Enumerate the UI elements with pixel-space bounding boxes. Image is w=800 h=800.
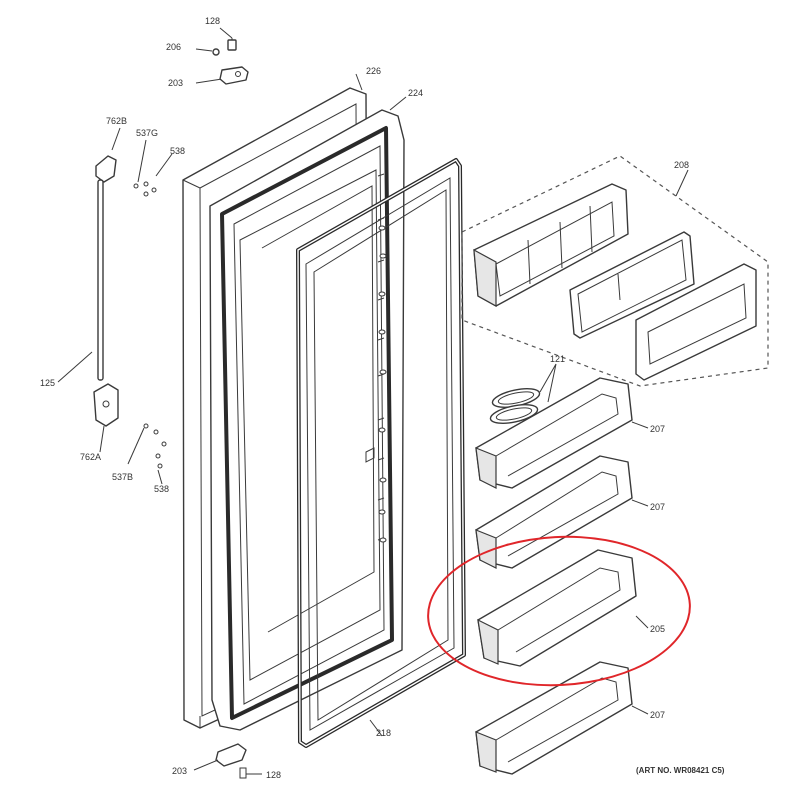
callout-218: 218 [376,728,392,738]
handle-and-hinge-parts [57,127,173,485]
door-bin-4 [475,661,649,775]
callout-128-bot: 128 [266,770,282,780]
callout-121: 121 [550,354,566,364]
bottom-hinge-assembly [193,743,262,779]
callout-537b: 537B [112,472,134,482]
callout-128-top: 128 [205,16,221,26]
callout-205: 205 [650,624,666,634]
egg-trays [489,363,557,424]
callout-207-b: 207 [650,502,666,512]
door-bin-2 [475,455,649,569]
callout-537g: 537G [136,128,159,138]
callout-762a: 762A [80,452,102,462]
door-bin-1 [475,377,649,489]
callout-206: 206 [166,42,182,52]
callout-203-bot: 203 [172,766,188,776]
callout-207-a: 207 [650,424,666,434]
callout-538-top: 538 [170,146,186,156]
callout-538-bot: 538 [154,484,170,494]
callout-762b: 762B [106,116,128,126]
callout-226: 226 [366,66,382,76]
callout-224: 224 [408,88,424,98]
callout-208: 208 [674,160,690,170]
door-bin-highlighted [477,549,649,667]
callout-125: 125 [40,378,56,388]
door-gasket [296,158,466,748]
dairy-compartment-assembly [461,155,769,387]
callout-207-c: 207 [650,710,666,720]
callout-203-top: 203 [168,78,184,88]
art-number: (ART NO. WR08421 C5) [636,766,725,775]
top-hinge-assembly [195,27,249,85]
